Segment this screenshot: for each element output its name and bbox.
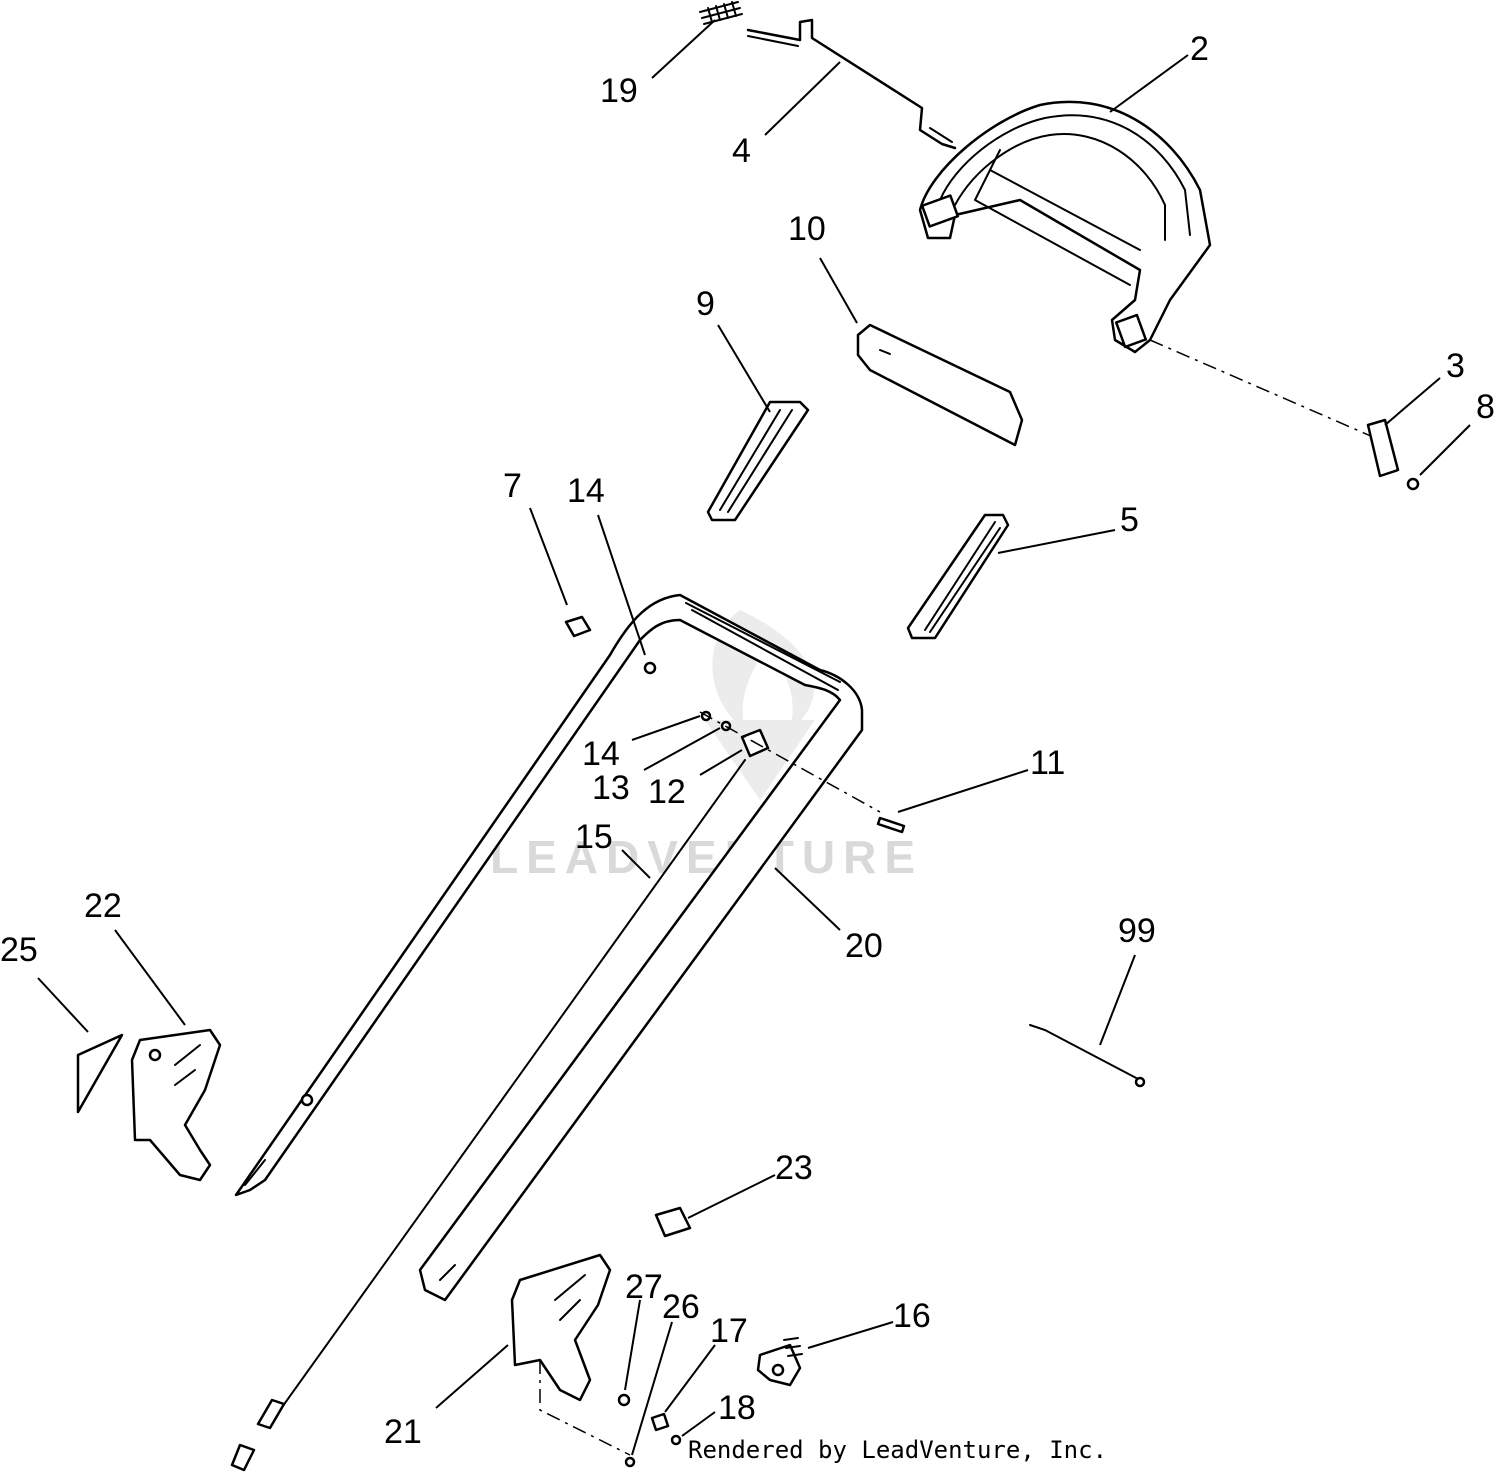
part-26-screw	[624, 1456, 636, 1468]
watermark-text: LEADVENTURE	[490, 831, 923, 883]
callout-22: 22	[84, 887, 122, 925]
part-15-cable	[230, 759, 746, 1472]
callout-14-top: 14	[567, 472, 605, 510]
part-25-decal	[76, 1033, 124, 1114]
part-19-spring	[699, 1, 743, 25]
callout-23: 23	[775, 1149, 813, 1187]
part-2-handle-grip	[918, 100, 1212, 354]
callout-13: 13	[592, 769, 630, 807]
callout-19: 19	[600, 72, 638, 110]
callout-11: 11	[1030, 744, 1065, 782]
part-14-nut-top	[643, 661, 657, 675]
callout-17: 17	[710, 1312, 748, 1350]
callout-labels: 19 4 2 10 9 3 8 7 14 5 14 13 12 11 15 20…	[0, 30, 1495, 1451]
rendered-by-footer: Rendered by LeadVenture, Inc.	[688, 1436, 1108, 1464]
part-23-connector	[654, 1206, 692, 1238]
part-22-bracket	[130, 1028, 222, 1182]
part-14-13-12-hardware	[700, 710, 770, 758]
callout-5: 5	[1120, 501, 1139, 539]
callout-26: 26	[662, 1288, 700, 1326]
callout-3: 3	[1446, 347, 1465, 385]
part-17-bushing	[650, 1412, 670, 1432]
callout-2: 2	[1190, 30, 1209, 68]
part-3-pin	[1366, 418, 1400, 478]
part-16-knob	[756, 1337, 803, 1387]
callout-25: 25	[0, 931, 38, 969]
part-21-bracket	[510, 1253, 631, 1456]
leader-lines	[37, 19, 1471, 1456]
part-8-clip	[1406, 477, 1420, 491]
part-99-tie	[1029, 1024, 1146, 1088]
callout-99: 99	[1118, 912, 1156, 950]
callout-20: 20	[845, 927, 883, 965]
watermark: LEADVENTURE	[490, 610, 923, 883]
callout-27: 27	[625, 1268, 663, 1306]
part-18-nut	[670, 1434, 682, 1446]
callout-8: 8	[1476, 388, 1495, 426]
callout-18: 18	[718, 1389, 756, 1427]
part-7-knob	[564, 615, 592, 638]
callout-12: 12	[648, 773, 686, 811]
part-11-bolt	[876, 816, 906, 834]
callout-10: 10	[788, 210, 826, 248]
callout-15: 15	[575, 818, 613, 856]
part-27-washer	[617, 1393, 631, 1407]
part-10-cover	[856, 323, 1024, 447]
callout-14-mid: 14	[582, 735, 620, 773]
callout-7: 7	[503, 467, 522, 505]
callout-9: 9	[696, 285, 715, 323]
part-5-strip	[906, 513, 1010, 640]
callout-16: 16	[893, 1297, 931, 1335]
part-9-strip	[706, 400, 810, 522]
callout-4: 4	[732, 132, 751, 170]
part-20-handle-frame	[234, 593, 864, 1302]
callout-21: 21	[384, 1413, 422, 1451]
part-4-rod	[746, 18, 957, 150]
